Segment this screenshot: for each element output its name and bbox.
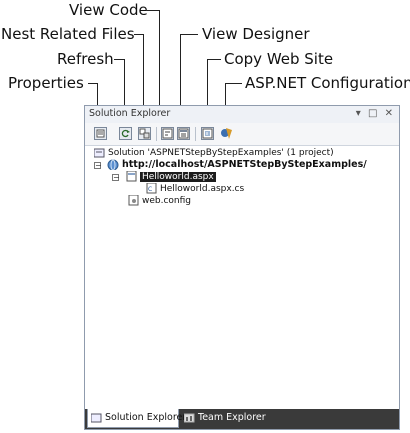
view-designer-button[interactable] <box>177 127 190 140</box>
aspnet-config-icon <box>221 128 232 139</box>
aspx-page-icon <box>126 171 137 182</box>
tree-node-helloworld-aspx[interactable]: Helloworld.aspx <box>126 171 216 183</box>
callout-line-designer-v <box>180 34 181 122</box>
callout-refresh: Refresh <box>57 50 114 68</box>
callout-line-aspnet-v <box>225 83 226 122</box>
window-controls[interactable]: ▾ □ ✕ <box>355 108 395 119</box>
view-code-button[interactable] <box>161 127 174 140</box>
callout-view-designer: View Designer <box>202 25 310 43</box>
callout-line-copy-h <box>207 59 221 60</box>
web-config-label: web.config <box>142 196 192 206</box>
explorer-tab-strip: Solution Explorer Team Explorer <box>85 409 399 429</box>
solution-tree: Solution 'ASPNETStepByStepExamples' (1 p… <box>85 146 399 409</box>
svg-text:C: C <box>148 186 152 193</box>
aspnet-configuration-button[interactable] <box>220 127 233 140</box>
callout-line-aspnet-h <box>225 83 242 84</box>
callout-properties: Properties <box>8 74 84 92</box>
helloworld-aspx-label: Helloworld.aspx <box>140 172 216 182</box>
project-expander[interactable]: − <box>94 161 102 170</box>
callout-nest-related-files: Nest Related Files <box>1 25 135 43</box>
callout-line-properties-v <box>97 83 98 122</box>
tab-solution-explorer[interactable]: Solution Explorer <box>87 409 186 428</box>
config-file-icon <box>128 195 139 206</box>
view-code-icon <box>162 128 173 139</box>
refresh-icon <box>121 129 130 138</box>
refresh-button[interactable] <box>119 127 132 140</box>
tree-node-project[interactable]: http://localhost/ASPNETStepByStepExample… <box>107 159 367 171</box>
callout-line-refresh-h <box>114 59 125 60</box>
solution-explorer-toolbar <box>85 123 399 146</box>
callout-line-copy-v <box>207 59 208 122</box>
cs-file-icon: C <box>146 183 157 194</box>
solution-explorer-window: Solution Explorer ▾ □ ✕ <box>84 105 400 430</box>
properties-button[interactable] <box>94 127 107 140</box>
tab-team-explorer-label: Team Explorer <box>198 412 266 423</box>
solution-explorer-tab-icon <box>91 413 102 422</box>
window-titlebar[interactable]: Solution Explorer ▾ □ ✕ <box>85 106 399 124</box>
tab-solution-explorer-label: Solution Explorer <box>105 412 187 423</box>
tree-node-web-config[interactable]: web.config <box>128 195 191 207</box>
callout-line-designer-h <box>180 34 198 35</box>
helloworld-aspx-cs-label: Helloworld.aspx.cs <box>160 184 245 194</box>
callout-line-nest-h <box>134 34 144 35</box>
web-project-icon <box>107 159 119 170</box>
team-explorer-tab-icon <box>184 413 195 422</box>
copy-web-site-icon <box>202 128 213 139</box>
properties-icon <box>96 129 105 138</box>
callout-line-refresh-v <box>124 59 125 122</box>
callout-line-nest-v <box>143 34 144 122</box>
callout-line-view-code-v <box>159 10 160 122</box>
callout-line-view-code-h <box>147 10 160 11</box>
toolbar-separator <box>156 127 157 141</box>
callout-copy-web-site: Copy Web Site <box>224 50 334 68</box>
callout-view-code: View Code <box>69 1 148 19</box>
tab-team-explorer[interactable]: Team Explorer <box>181 409 271 428</box>
tree-node-solution[interactable]: Solution 'ASPNETStepByStepExamples' (1 p… <box>94 147 334 159</box>
nest-files-icon <box>139 128 150 139</box>
window-title: Solution Explorer <box>89 108 171 119</box>
toolbar-separator <box>195 127 196 141</box>
copy-web-site-button[interactable] <box>201 127 214 140</box>
callout-aspnet-configuration: ASP.NET Configuration <box>245 74 410 92</box>
page-expander[interactable]: − <box>112 173 120 182</box>
nest-related-files-button[interactable] <box>138 127 151 140</box>
solution-icon <box>94 148 105 157</box>
solution-label: Solution 'ASPNETStepByStepExamples' (1 p… <box>108 148 334 158</box>
project-label: http://localhost/ASPNETStepByStepExample… <box>122 159 367 170</box>
callout-line-properties-h <box>88 83 98 84</box>
view-designer-icon <box>178 128 189 139</box>
tree-node-helloworld-aspx-cs[interactable]: C Helloworld.aspx.cs <box>146 183 244 195</box>
